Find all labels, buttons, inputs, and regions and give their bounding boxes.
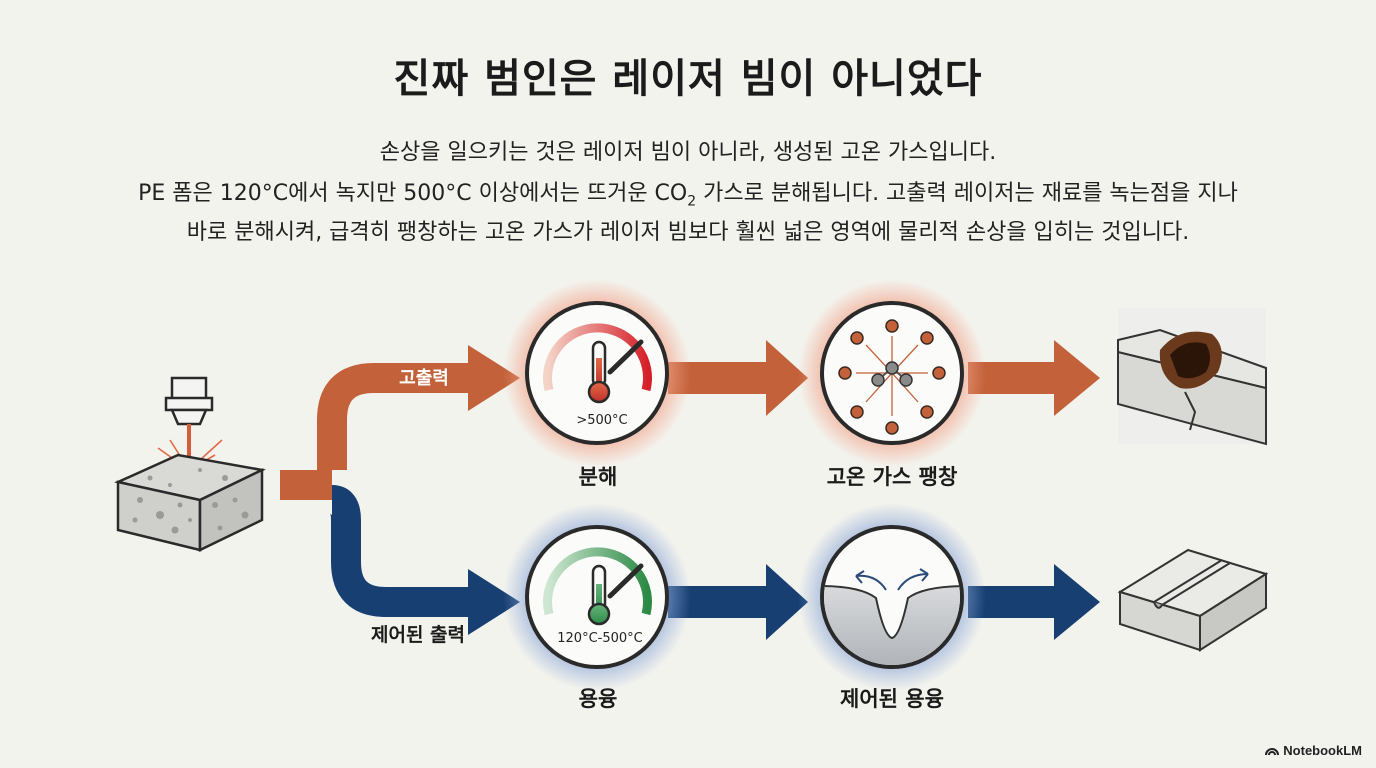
step-melting-label: 용융 [579, 687, 618, 711]
damaged-foam-icon [1117, 308, 1267, 446]
description-line-2-start: PE 폼은 120°C에서 녹지만 500°C 이상에서는 뜨거운 CO [138, 181, 688, 206]
description-line-2-end: 가스로 분해됩니다. 고출력 레이저는 재료를 녹는점을 지나 [696, 181, 1238, 206]
laser-foam-icon [114, 376, 267, 552]
clean-cut-foam-icon [1117, 548, 1269, 652]
gauge-controlled-icon [503, 503, 691, 691]
gauge-high-label: >500°C [576, 413, 627, 428]
high-power-label: 고출력 [399, 368, 449, 389]
step-gas-expansion-label: 고온 가스 팽창 [827, 465, 958, 489]
notebooklm-brand-text: NotebookLM [1283, 743, 1362, 758]
description-line-1: 손상을 일으키는 것은 레이저 빔이 아니라, 생성된 고온 가스입니다. [379, 140, 997, 165]
branch-stem [280, 470, 332, 500]
controlled-power-path [329, 485, 1100, 640]
gauge-controlled-label: 120°C-500°C [557, 631, 642, 646]
step-controlled-melt-label: 제어된 용융 [840, 687, 944, 711]
page-title: 진짜 범인은 레이저 빔이 아니었다 [393, 56, 983, 102]
gauge-high-icon [503, 279, 691, 467]
description-line-2: PE 폼은 120°C에서 녹지만 500°C 이상에서는 뜨거운 CO2 가스… [0, 175, 1376, 209]
notebooklm-logo-icon [1265, 747, 1280, 755]
co2-subscript: 2 [687, 193, 697, 210]
controlled-power-label: 제어된 출력 [371, 624, 465, 646]
controlled-melt-icon [798, 503, 986, 691]
description-line-3: 바로 분해시켜, 급격히 팽창하는 고온 가스가 레이저 빔보다 훨씬 넓은 영… [186, 220, 1190, 245]
notebooklm-badge: NotebookLM [1265, 743, 1362, 758]
step-decomposition-label: 분해 [579, 465, 618, 489]
gas-expansion-icon [798, 279, 986, 467]
